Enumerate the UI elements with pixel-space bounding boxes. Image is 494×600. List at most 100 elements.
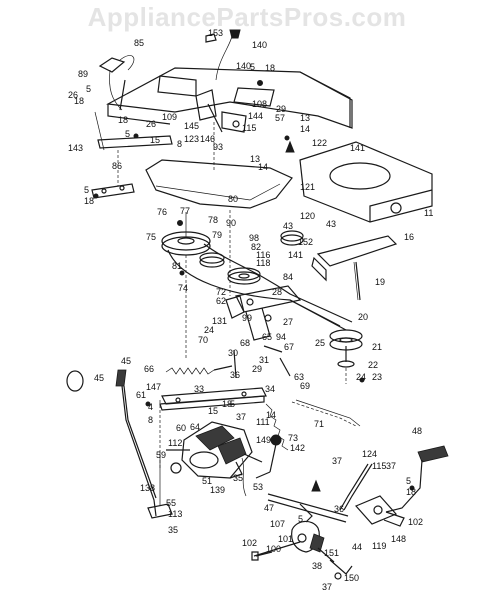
callout-55: 55: [166, 498, 176, 508]
callout-86: 86: [112, 161, 122, 171]
spring-66: [165, 365, 233, 375]
rod-71: [291, 399, 361, 427]
cable-53: [241, 457, 247, 497]
callout-18: 18: [84, 196, 94, 206]
callout-84: 84: [283, 272, 293, 282]
callout-38: 38: [312, 561, 322, 571]
callout-26: 26: [68, 90, 78, 100]
shift-bracket-33: [159, 387, 267, 411]
callout-141: 141: [288, 250, 303, 260]
callout-21: 21: [372, 342, 382, 352]
callout-107: 107: [270, 519, 285, 529]
transaxle: [166, 421, 263, 479]
callout-43: 43: [326, 219, 336, 229]
bracket-143: [94, 111, 173, 151]
callout-115: 115: [372, 461, 386, 471]
pedal-shaft-47: [267, 493, 349, 523]
callout-150: 150: [344, 573, 359, 583]
callout-80: 80: [228, 194, 238, 204]
callout-142: 142: [290, 443, 305, 453]
callout-36: 36: [334, 504, 344, 514]
lift-knob-73: [255, 434, 282, 479]
callout-138: 138: [140, 483, 155, 493]
transmission-pulley-21: [329, 329, 363, 368]
callout-99: 99: [242, 313, 252, 323]
callout-82: 82: [251, 242, 261, 252]
callout-30: 30: [228, 348, 238, 358]
idler-pulley-116: [227, 230, 304, 285]
callout-5: 5: [406, 476, 411, 486]
callout-5: 5: [125, 129, 130, 139]
callout-62: 62: [216, 296, 226, 306]
callout-24: 24: [204, 325, 214, 335]
callout-68: 68: [240, 338, 250, 348]
callout-146: 146: [200, 134, 215, 144]
callout-18: 18: [74, 96, 84, 106]
callout-63: 63: [294, 372, 304, 382]
callout-115: 115: [242, 123, 256, 133]
bolt-102: [251, 551, 273, 561]
callout-22: 22: [368, 360, 378, 370]
callout-37: 37: [236, 412, 246, 422]
callout-53: 53: [253, 482, 263, 492]
callout-79: 79: [212, 230, 222, 240]
callout-13: 13: [250, 154, 260, 164]
callout-98: 98: [249, 233, 259, 243]
callout-100: 100: [266, 544, 281, 554]
callout-37: 37: [322, 582, 332, 592]
callout-152: 152: [298, 237, 313, 247]
callout-61: 61: [136, 390, 146, 400]
callout-5: 5: [298, 514, 303, 524]
callout-16: 16: [404, 232, 414, 242]
callout-47: 47: [264, 503, 274, 513]
callout-93: 93: [213, 142, 223, 152]
callout-33: 33: [194, 384, 204, 394]
spring-111: [265, 403, 289, 451]
callout-14: 14: [258, 162, 268, 172]
callout-94: 94: [276, 332, 286, 342]
callout-73: 73: [288, 433, 298, 443]
watermark: AppliancePartsPros.com: [87, 2, 407, 32]
callout-8: 8: [148, 415, 153, 425]
callout-151: 151: [324, 548, 339, 558]
callout-36: 36: [230, 370, 240, 380]
callout-140: 140: [252, 40, 267, 50]
torque-bracket: [235, 285, 341, 341]
callout-148: 148: [391, 534, 406, 544]
callout-112: 112: [168, 438, 182, 448]
callout-37: 37: [386, 461, 396, 471]
callout-67: 67: [284, 342, 294, 352]
callout-108: 108: [252, 99, 267, 109]
callout-119: 119: [372, 541, 386, 551]
callout-29: 29: [252, 364, 262, 374]
bracket-16: [311, 235, 398, 301]
callout-34: 34: [265, 384, 275, 394]
callout-60: 60: [176, 423, 186, 433]
callout-140: 140: [236, 61, 251, 71]
brake-pedal-48: [385, 445, 449, 513]
callout-57: 57: [275, 113, 285, 123]
callout-143: 143: [68, 143, 83, 153]
callout-65: 65: [262, 332, 272, 342]
callout-24: 24: [356, 372, 366, 382]
callout-123: 123: [184, 134, 199, 144]
callout-81: 81: [172, 261, 182, 271]
callout-37: 37: [332, 456, 342, 466]
callout-5: 5: [84, 185, 89, 195]
callout-15: 15: [208, 406, 218, 416]
right-console: [299, 141, 433, 223]
leader-lines: [117, 122, 347, 470]
lift-linkage: [195, 89, 247, 133]
callout-76: 76: [157, 207, 167, 217]
callout-89: 89: [78, 69, 88, 79]
throttle-cable-85: [98, 55, 135, 111]
callout-77: 77: [180, 206, 190, 216]
callout-48: 48: [412, 426, 422, 436]
callout-102: 102: [242, 538, 257, 548]
callout-116: 116: [256, 250, 270, 260]
callout-131: 131: [212, 316, 227, 326]
callout-144: 144: [248, 111, 263, 121]
shift-knob-45: [66, 369, 157, 517]
callout-18: 18: [406, 487, 416, 497]
